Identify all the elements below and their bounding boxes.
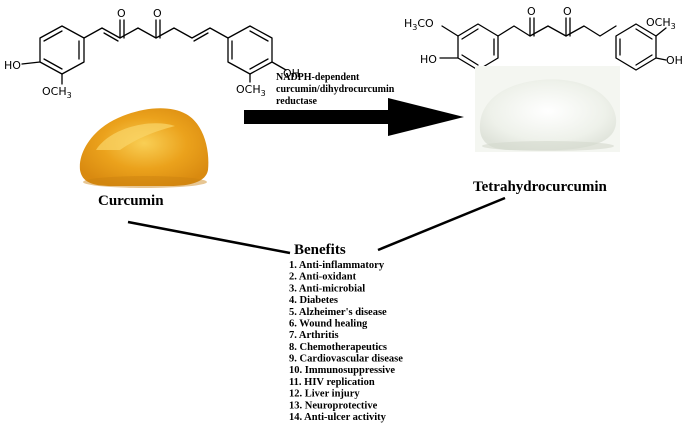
- thc-oh-label: OH: [666, 54, 683, 67]
- benefit-item: 9. Cardiovascular disease: [289, 354, 403, 365]
- curcumin-structure: O O HO OCH3 OH OCH3: [4, 7, 300, 100]
- benefit-item: 7. Arthritis: [289, 330, 339, 341]
- thc-h3co-label: H3CO: [404, 17, 434, 32]
- enzyme-label-line2: curcumin/dihydrocurcumin: [276, 84, 395, 95]
- thc-och3-label: OCH3: [646, 16, 676, 31]
- curcumin-ho-label: HO: [4, 59, 21, 72]
- benefits-list: 1. Anti-inflammatory 2. Anti-oxidant 3. …: [289, 260, 403, 423]
- conversion-arrow: [244, 98, 464, 136]
- curcumin-oh-label: OH: [283, 67, 300, 80]
- tetrahydrocurcumin-structure: O O H3CO HO OCH3 OH: [404, 5, 683, 71]
- benefits-title: Benefits: [294, 242, 346, 258]
- thc-ho-label: HO: [420, 53, 437, 66]
- curcumin-ketone-o-2: O: [153, 7, 162, 20]
- benefit-item: 2. Anti-oxidant: [289, 272, 357, 283]
- curcumin-och3-label-right: OCH3: [236, 83, 266, 98]
- benefit-item: 6. Wound healing: [289, 319, 368, 330]
- benefit-item: 5. Alzheimer's disease: [289, 307, 387, 318]
- tetrahydrocurcumin-powder-image: [475, 66, 620, 152]
- benefit-item: 12. Liver injury: [289, 389, 360, 400]
- curcumin-benefits-connector: [127, 220, 291, 255]
- curcumin-och3-label-left: OCH3: [42, 85, 72, 100]
- benefit-item: 10. Immunosuppressive: [289, 365, 395, 376]
- curcumin-ketone-o-1: O: [117, 7, 126, 20]
- benefit-item: 11. HIV replication: [289, 377, 375, 388]
- enzyme-label-line1: NADPH-dependent: [276, 72, 360, 83]
- curcumin-powder-image: [79, 108, 209, 188]
- benefit-item: 3. Anti-microbial: [289, 283, 365, 294]
- curcumin-caption: Curcumin: [98, 193, 164, 209]
- thc-ketone-o-1: O: [527, 5, 536, 18]
- benefit-item: 1. Anti-inflammatory: [289, 260, 385, 271]
- tetrahydrocurcumin-caption: Tetrahydrocurcumin: [473, 179, 608, 195]
- thc-benefits-connector: [377, 196, 506, 252]
- thc-ketone-o-2: O: [563, 5, 572, 18]
- benefit-item: 8. Chemotherapeutics: [289, 342, 387, 353]
- benefit-item: 4. Diabetes: [289, 295, 338, 306]
- benefit-item: 13. Neuroprotective: [289, 400, 378, 411]
- enzyme-label-line3: reductase: [276, 96, 317, 107]
- benefit-item: 14. Anti-ulcer activity: [289, 412, 387, 423]
